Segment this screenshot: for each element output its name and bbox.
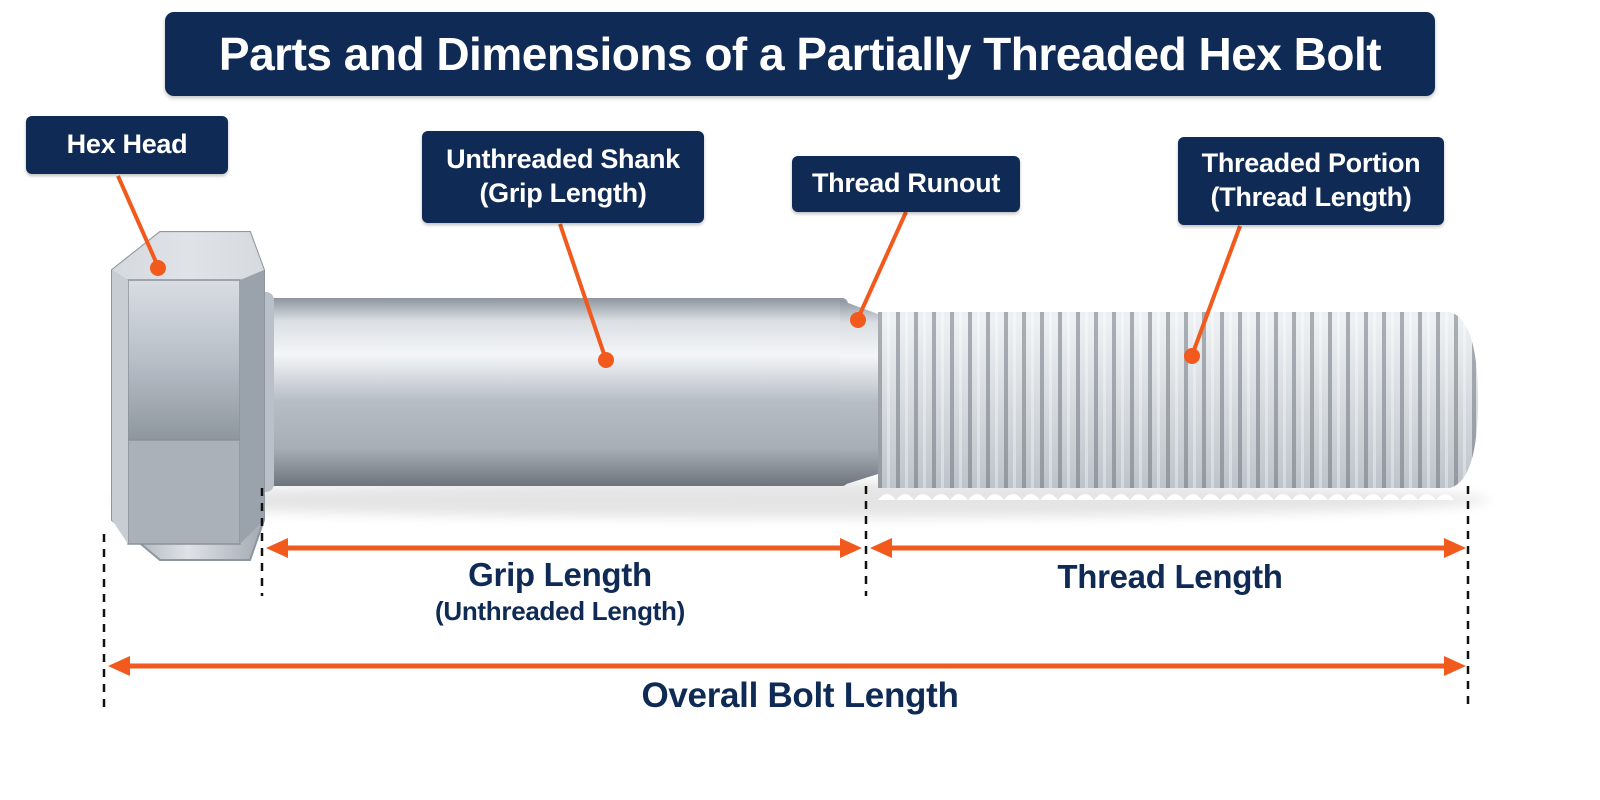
grip-length-title: Grip Length [468,556,652,593]
page-title: Parts and Dimensions of a Partially Thre… [165,12,1435,96]
thread-runout-leader [850,211,908,328]
hex-head-leader [116,175,166,276]
callout-threaded-portion-line2: (Thread Length) [1210,182,1412,212]
thread-crests [878,300,1460,500]
threaded-portion-leader [1184,225,1242,364]
thread-length-arrow [870,538,1466,558]
grip-length-label: Grip Length (Unthreaded Length) [400,556,720,627]
callout-unthreaded-shank-line1: Unthreaded Shank [446,144,680,175]
overall-length-arrow [108,656,1466,676]
callout-hex-head: Hex Head [26,116,228,174]
callout-thread-runout-label: Thread Runout [811,168,1001,199]
threaded-body [878,312,1478,488]
thread-length-label: Thread Length [1057,558,1283,595]
hex-head-face [112,232,264,280]
grip-length-subtitle: (Unthreaded Length) [435,596,685,626]
callout-thread-runout: Thread Runout [792,156,1020,212]
thread-runout-taper [840,300,878,486]
unthreaded-shank [258,298,848,486]
bolt-shadow [110,482,1490,518]
callout-unthreaded-shank-line2: (Grip Length) [479,178,647,208]
grip-length-arrow [266,538,862,558]
unthreaded-shank-leader [558,223,614,368]
callout-hex-head-label: Hex Head [66,129,188,160]
overall-length-label: Overall Bolt Length [641,676,959,715]
callout-threaded-portion: Threaded Portion (Thread Length) [1178,137,1444,225]
callout-unthreaded-shank: Unthreaded Shank (Grip Length) [422,131,704,223]
extension-lines [102,486,1470,708]
hex-head [111,231,265,561]
callout-threaded-portion-line1: Threaded Portion [1201,148,1421,179]
